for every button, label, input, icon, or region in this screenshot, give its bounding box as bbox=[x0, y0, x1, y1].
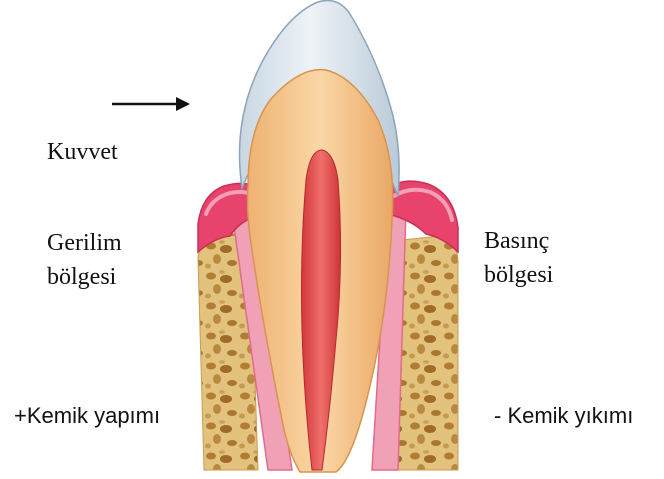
pressure-zone-line-1: Basınç bbox=[484, 224, 553, 258]
bone-resorption-label: - Kemik yıkımı bbox=[494, 402, 633, 430]
tension-zone-line-2: bölgesi bbox=[47, 260, 122, 294]
bone-formation-label: +Kemik yapımı bbox=[14, 402, 160, 430]
force-label: Kuvvet bbox=[47, 135, 118, 169]
tension-zone-line-1: Gerilim bbox=[47, 226, 122, 260]
pressure-zone-label: Basınç bölgesi bbox=[484, 224, 553, 292]
pressure-zone-line-2: bölgesi bbox=[484, 258, 553, 292]
arrow-right-icon bbox=[112, 97, 190, 111]
tension-zone-label: Gerilim bölgesi bbox=[47, 226, 122, 294]
